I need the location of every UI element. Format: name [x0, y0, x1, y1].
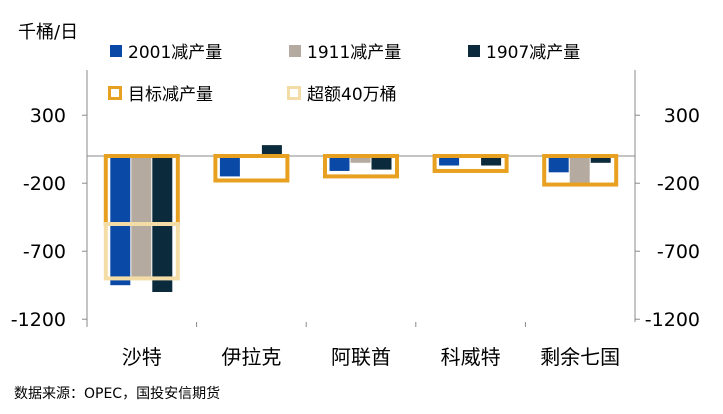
y-tick-label-right-1: -200 [657, 173, 700, 195]
y-unit-label: 千桶/日 [18, 22, 79, 43]
legend-label-1907: 1907减产量 [486, 43, 581, 63]
y-tick-label-right-3: -1200 [645, 309, 700, 331]
excess-box-0 [103, 222, 180, 281]
bar-0-2 [329, 156, 350, 171]
legend-label-2001: 2001减产量 [128, 43, 223, 63]
bar-2-3 [481, 156, 502, 166]
bar-1-0 [131, 156, 152, 279]
y-tick-label-right-0: 300 [664, 105, 700, 127]
y-tick-label-left-0: 300 [30, 105, 66, 127]
bar-0-4 [548, 156, 569, 173]
x-tick-label-0: 沙特 [122, 345, 162, 369]
y-tick-label-left-1: -200 [23, 173, 66, 195]
source-note: 数据来源：OPEC，国投安信期货 [14, 386, 221, 402]
legend-swatch-excess [287, 85, 301, 100]
legend-item-1907: 1907减产量 [468, 38, 580, 63]
x-tick-label-4: 剩余七国 [540, 345, 620, 369]
y-tick-label-left-3: -1200 [11, 309, 66, 331]
bar-2-4 [590, 156, 611, 163]
legend-swatch-1911 [289, 44, 301, 57]
bar-1-2 [350, 156, 371, 163]
legend-label-excess: 超额40万桶 [307, 85, 397, 105]
target-box-4 [542, 154, 619, 187]
legend-label-target: 目标减产量 [128, 85, 213, 105]
legend-swatch-target [108, 85, 122, 100]
y-tick-label-right-2: -700 [657, 241, 700, 263]
legend-item-target: 目标减产量 [108, 80, 213, 105]
target-box-2 [323, 154, 399, 179]
legend-swatch-1907 [468, 44, 480, 57]
x-tick-label-2: 阿联酋 [331, 345, 391, 369]
bar-2-1 [261, 145, 282, 156]
legend-item-2001: 2001减产量 [110, 38, 222, 63]
x-tick-label-3: 科威特 [441, 345, 501, 369]
bar-0-1 [219, 156, 240, 177]
bar-2-2 [371, 156, 392, 170]
y-tick-label-left-2: -700 [23, 241, 66, 263]
target-box-3 [432, 154, 509, 173]
legend-item-excess: 超额40万桶 [287, 80, 397, 105]
bar-0-3 [439, 156, 460, 166]
target-box-1 [213, 154, 290, 183]
legend-swatch-2001 [110, 44, 122, 57]
bar-0-0 [110, 156, 131, 286]
bar-1-4 [569, 156, 590, 184]
legend-label-1911: 1911减产量 [307, 43, 402, 63]
x-tick-label-1: 伊拉克 [221, 345, 281, 369]
legend-item-1911: 1911减产量 [289, 38, 401, 63]
